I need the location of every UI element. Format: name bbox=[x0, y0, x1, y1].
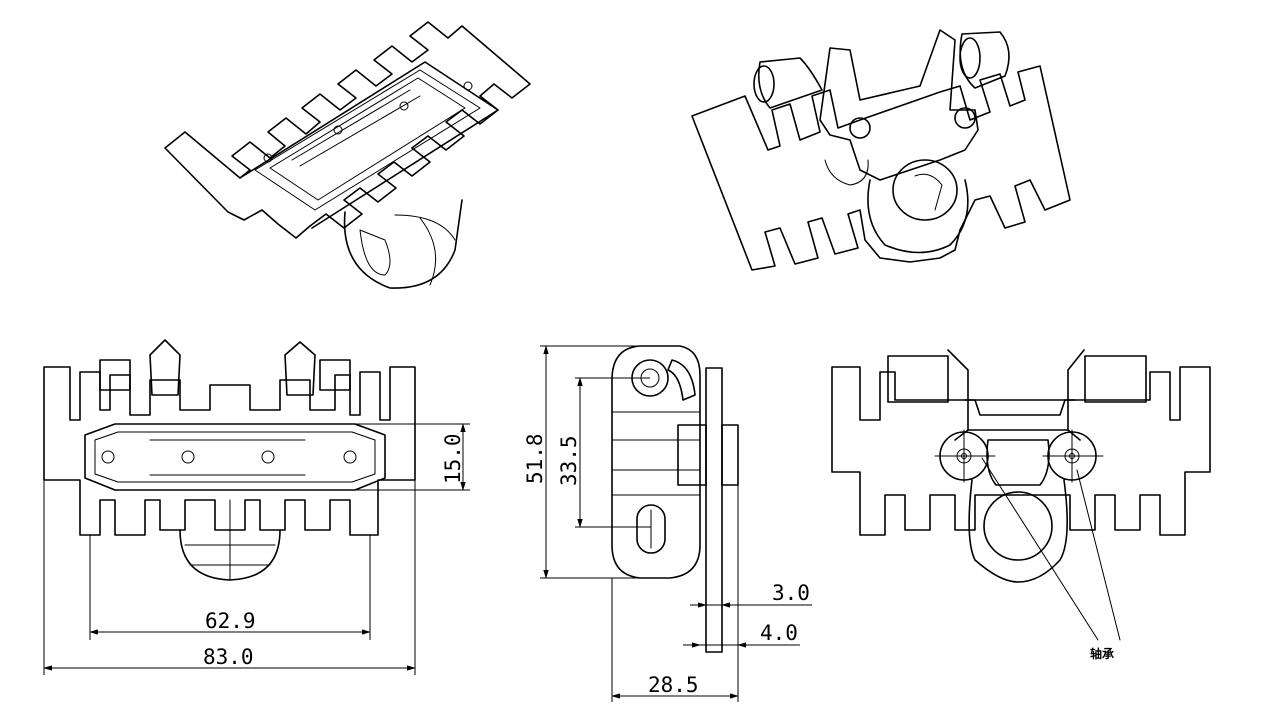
dim-3-0: 3.0 bbox=[772, 581, 810, 605]
bottom-isometric-view bbox=[691, 29, 1071, 271]
dim-28-5: 28.5 bbox=[648, 673, 699, 697]
front-view: 62.9 83.0 15.0 bbox=[43, 339, 470, 675]
rear-view: 轴承 bbox=[831, 349, 1211, 661]
dim-33-5: 33.5 bbox=[557, 435, 581, 486]
dim-15-0: 15.0 bbox=[441, 433, 465, 484]
bearing-label: 轴承 bbox=[1090, 646, 1114, 661]
dim-4-0: 4.0 bbox=[760, 621, 798, 645]
dim-51-8: 51.8 bbox=[523, 433, 547, 484]
side-view: 51.8 33.5 3.0 4.0 28.5 bbox=[523, 345, 812, 702]
top-isometric-view bbox=[164, 21, 531, 289]
dim-83-0: 83.0 bbox=[203, 645, 254, 669]
dim-62-9: 62.9 bbox=[205, 609, 256, 633]
